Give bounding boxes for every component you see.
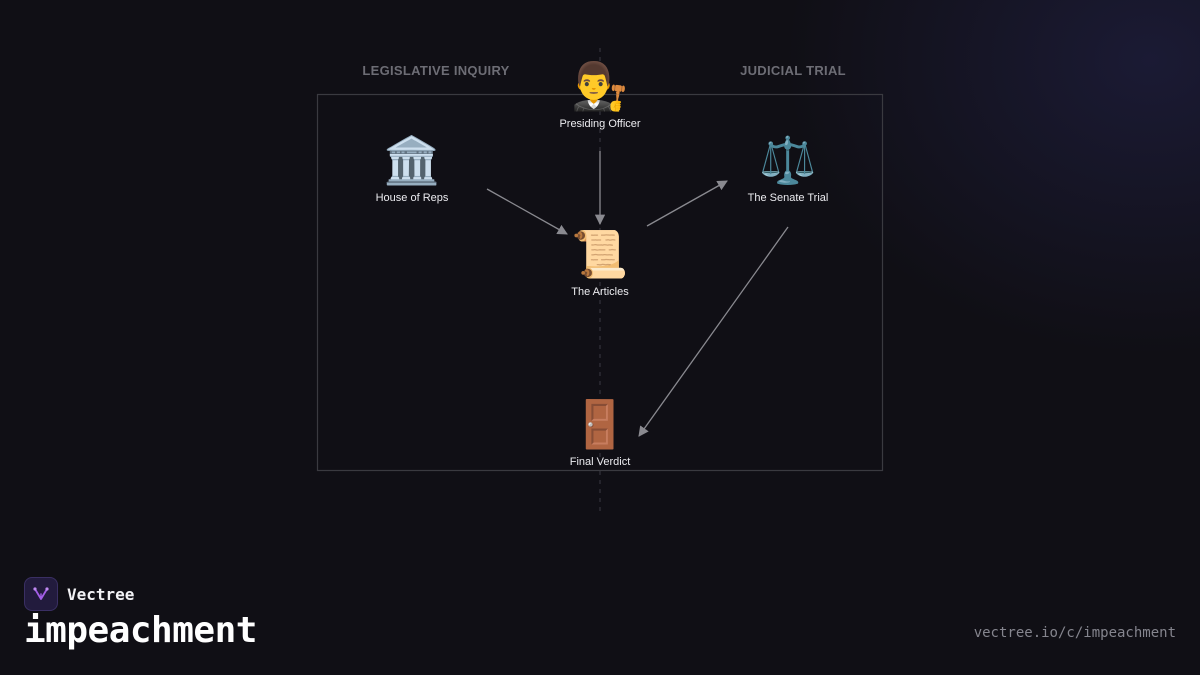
scroll-icon: 📜 — [571, 228, 629, 280]
node-label-final-verdict: Final Verdict — [569, 456, 631, 468]
edge-senate-to-verdict — [638, 226, 789, 437]
node-label-senate-trial: The Senate Trial — [747, 192, 829, 204]
vectree-logo-icon — [24, 577, 58, 611]
page-url-link[interactable]: vectree.io/c/impeachment — [973, 625, 1176, 641]
classical-building-icon: 🏛️ — [383, 134, 441, 186]
edge-articles-to-senate — [646, 180, 728, 227]
node-senate-trial[interactable]: ⚖️ The Senate Trial — [708, 134, 868, 204]
door-icon: 🚪 — [571, 398, 629, 450]
brand[interactable]: Vectree — [24, 577, 134, 611]
page-title: impeachment — [24, 610, 257, 651]
node-final-verdict[interactable]: 🚪 Final Verdict — [520, 398, 680, 468]
node-house-of-reps[interactable]: 🏛️ House of Reps — [332, 134, 492, 204]
region-label-judicial: JUDICIAL TRIAL — [740, 63, 846, 78]
balance-scale-icon: ⚖️ — [759, 134, 817, 186]
node-presiding-officer[interactable]: 👨‍⚖️ Presiding Officer — [520, 60, 680, 130]
diagram-frame — [316, 93, 884, 472]
node-articles[interactable]: 📜 The Articles — [520, 228, 680, 298]
node-label-presiding-officer: Presiding Officer — [559, 118, 641, 130]
edge-house-to-articles — [486, 188, 568, 235]
node-label-house-of-reps: House of Reps — [375, 192, 449, 204]
brand-name: Vectree — [67, 584, 135, 604]
region-label-legislative: LEGISLATIVE INQUIRY — [362, 63, 510, 78]
judge-icon: 👨‍⚖️ — [571, 60, 629, 112]
node-label-articles: The Articles — [571, 286, 629, 298]
